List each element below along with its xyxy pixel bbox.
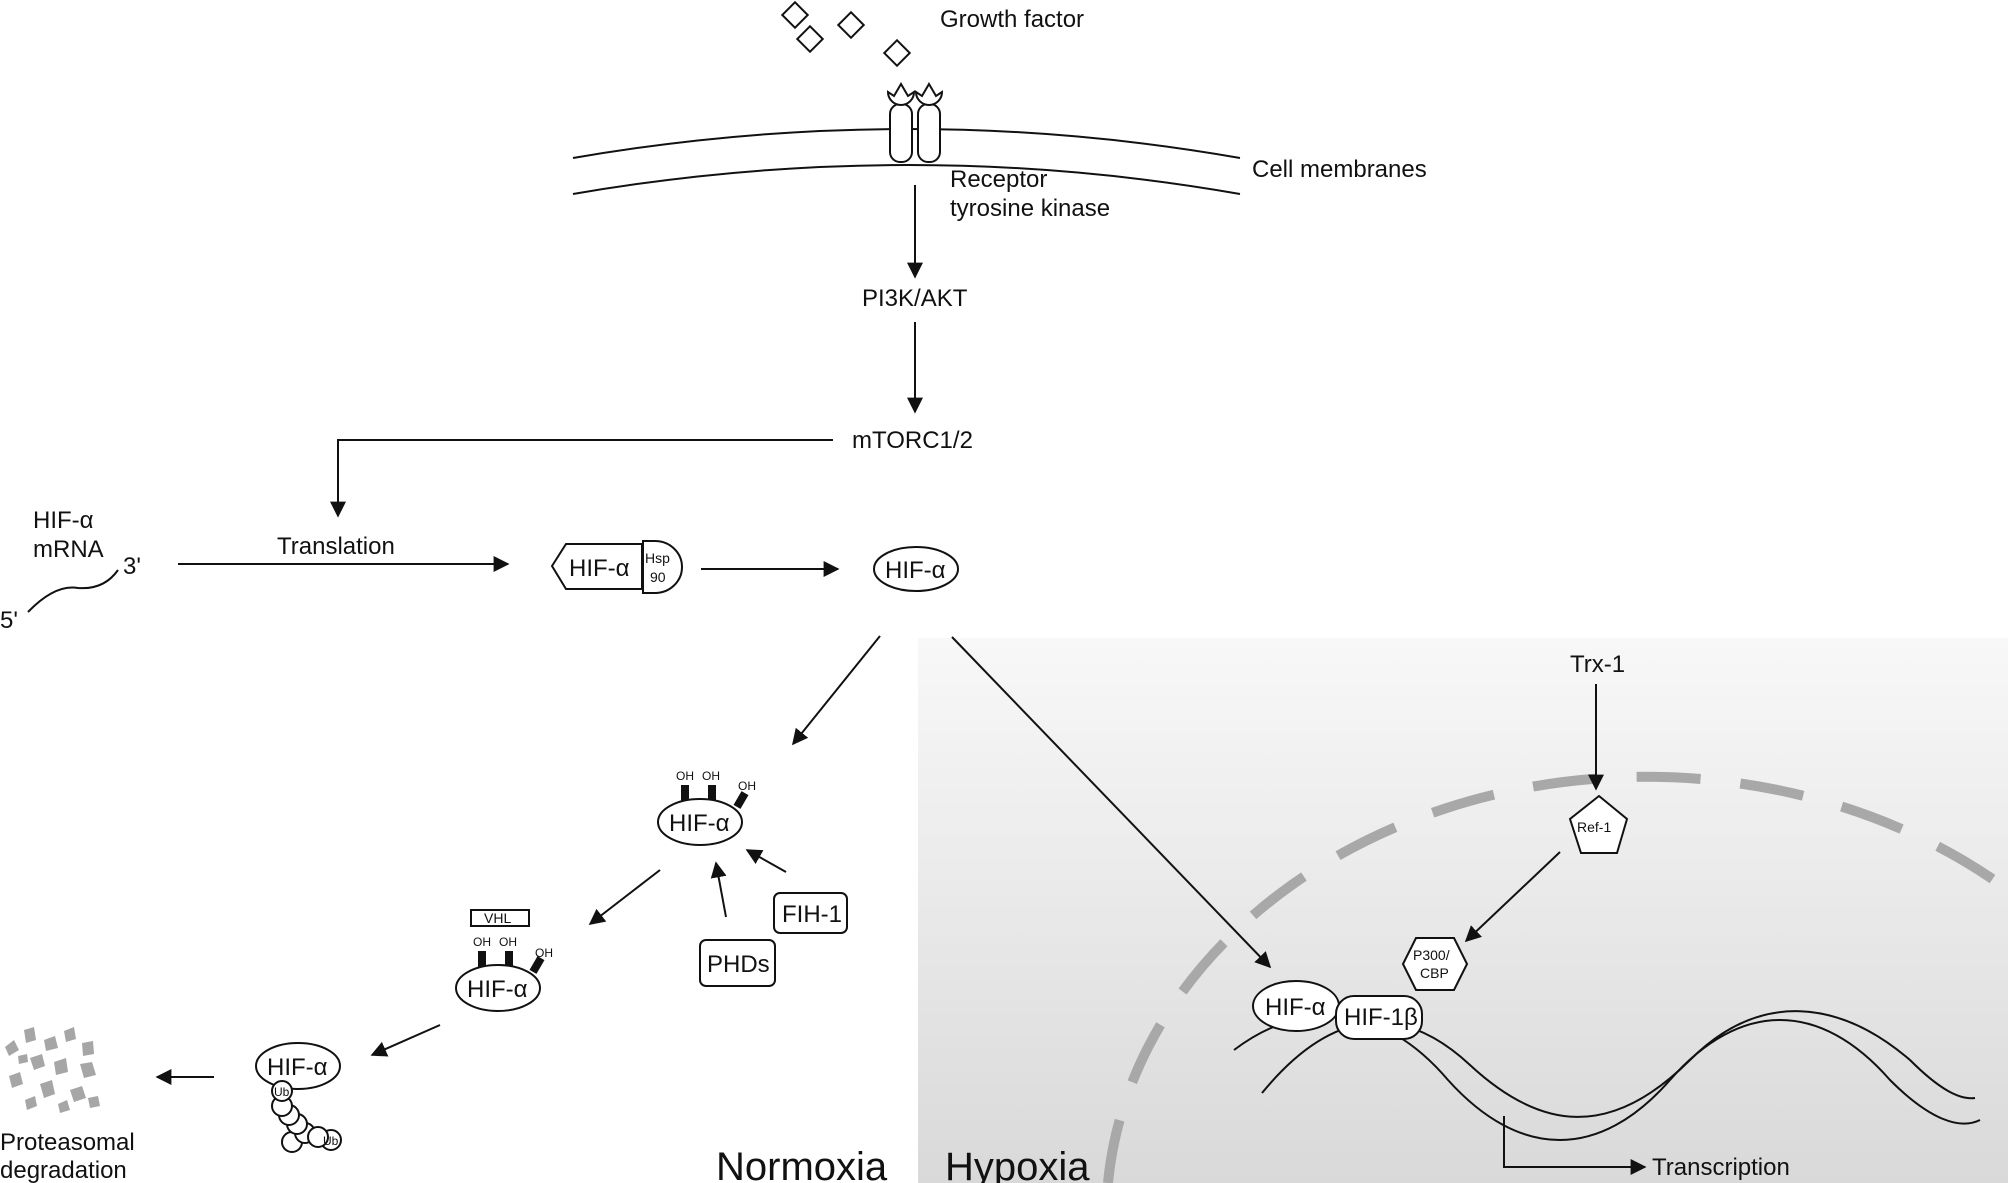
translation-label: Translation: [277, 533, 395, 560]
receptor-icon: [886, 82, 944, 163]
oh-label-1a: OH: [676, 769, 694, 783]
vhl-icon: [470, 909, 530, 927]
ub-label-2: Ub: [323, 1134, 339, 1148]
arrow-hif-to-nucleus: [951, 636, 1272, 969]
phds-label: PHDs: [707, 951, 770, 978]
mrna-label-line1: HIF-α: [33, 507, 94, 534]
hif-alpha-vhl-label: HIF-α: [467, 976, 528, 1003]
oh-groups-2: [478, 951, 545, 974]
oh-label-2c: OH: [535, 946, 553, 960]
oh-label-2b: OH: [499, 935, 517, 949]
oh-label-1c: OH: [738, 779, 756, 793]
five-prime-label: 5': [0, 607, 18, 634]
growth-factor-icon: [780, 0, 912, 68]
hif1b-icon: [1335, 995, 1423, 1040]
receptor-label-line2: tyrosine kinase: [950, 195, 1110, 222]
ubiquitin-chain: [271, 1080, 342, 1153]
hif-alpha-vhl-bound: [455, 964, 541, 1012]
phds-box: [699, 939, 776, 987]
receptor-label-line1: Receptor: [950, 166, 1047, 193]
cell-membranes-label: Cell membranes: [1252, 156, 1427, 183]
oh-label-2a: OH: [473, 935, 491, 949]
hif1b-label: HIF-1β: [1344, 1004, 1418, 1031]
mrna-label-line2: mRNA: [33, 536, 104, 563]
vhl-label: VHL: [484, 910, 511, 926]
hif-alpha-free-label: HIF-α: [885, 557, 946, 584]
hif-alpha-ubiquitinated: [255, 1042, 341, 1090]
ref1-label: Ref-1: [1577, 819, 1611, 835]
hypoxia-region: [918, 638, 2008, 1183]
hif-alpha-free: [873, 546, 959, 592]
p300-label-line1: P300/: [1413, 947, 1450, 963]
growth-factor-label: Growth factor: [940, 6, 1084, 33]
proteasomal-label-line1: Proteasomal: [0, 1129, 135, 1156]
arrow-to-ubiquitination: [370, 1024, 441, 1057]
trx1-label: Trx-1: [1570, 651, 1625, 678]
normoxia-label: Normoxia: [716, 1145, 888, 1183]
ref1-icon: [1568, 794, 1629, 854]
arrow-hif-to-hydroxylated: [791, 635, 881, 746]
nucleus-membrane: [1103, 771, 2008, 1183]
hif-alpha-hydroxylated-label: HIF-α: [669, 810, 730, 837]
arrow-transcription: [1503, 1116, 1647, 1175]
p300-label-line2: CBP: [1420, 965, 1449, 981]
proteasomal-label-line2: degradation: [0, 1157, 127, 1183]
oh-label-1b: OH: [702, 769, 720, 783]
hif-alpha-hsp-label: HIF-α: [569, 555, 630, 582]
fih1-box: [773, 892, 848, 934]
hif-alpha-nuclear-label: HIF-α: [1265, 994, 1326, 1021]
hsp90-label-line1: Hsp: [645, 550, 670, 566]
cell-membrane-inner: [572, 164, 1241, 195]
hif-alpha-ub-label: HIF-α: [267, 1054, 328, 1081]
oh-groups-1: [681, 785, 749, 809]
arrow-ref1-p300: [1464, 851, 1561, 943]
proteasomal-debris-icon: [5, 1027, 100, 1113]
hypoxia-label: Hypoxia: [945, 1145, 1090, 1183]
arrow-mtorc-translation: [330, 439, 833, 518]
arrow-fih1: [745, 849, 787, 873]
three-prime-label: 3': [123, 553, 141, 580]
mtorc-label: mTORC1/2: [852, 427, 973, 454]
transcription-label: Transcription: [1652, 1154, 1790, 1181]
fih1-label: FIH-1: [782, 901, 842, 928]
hsp90-icon: [642, 540, 683, 594]
mrna-strand: [27, 569, 119, 613]
pi3k-akt-label: PI3K/AKT: [862, 285, 968, 312]
p300-cbp-icon: [1401, 937, 1469, 991]
hsp90-label-line2: 90: [650, 569, 666, 585]
arrow-to-vhl: [588, 869, 661, 925]
arrow-phds: [710, 861, 727, 918]
hif-alpha-hydroxylated: [657, 798, 743, 846]
ub-label-1: Ub: [274, 1085, 290, 1099]
